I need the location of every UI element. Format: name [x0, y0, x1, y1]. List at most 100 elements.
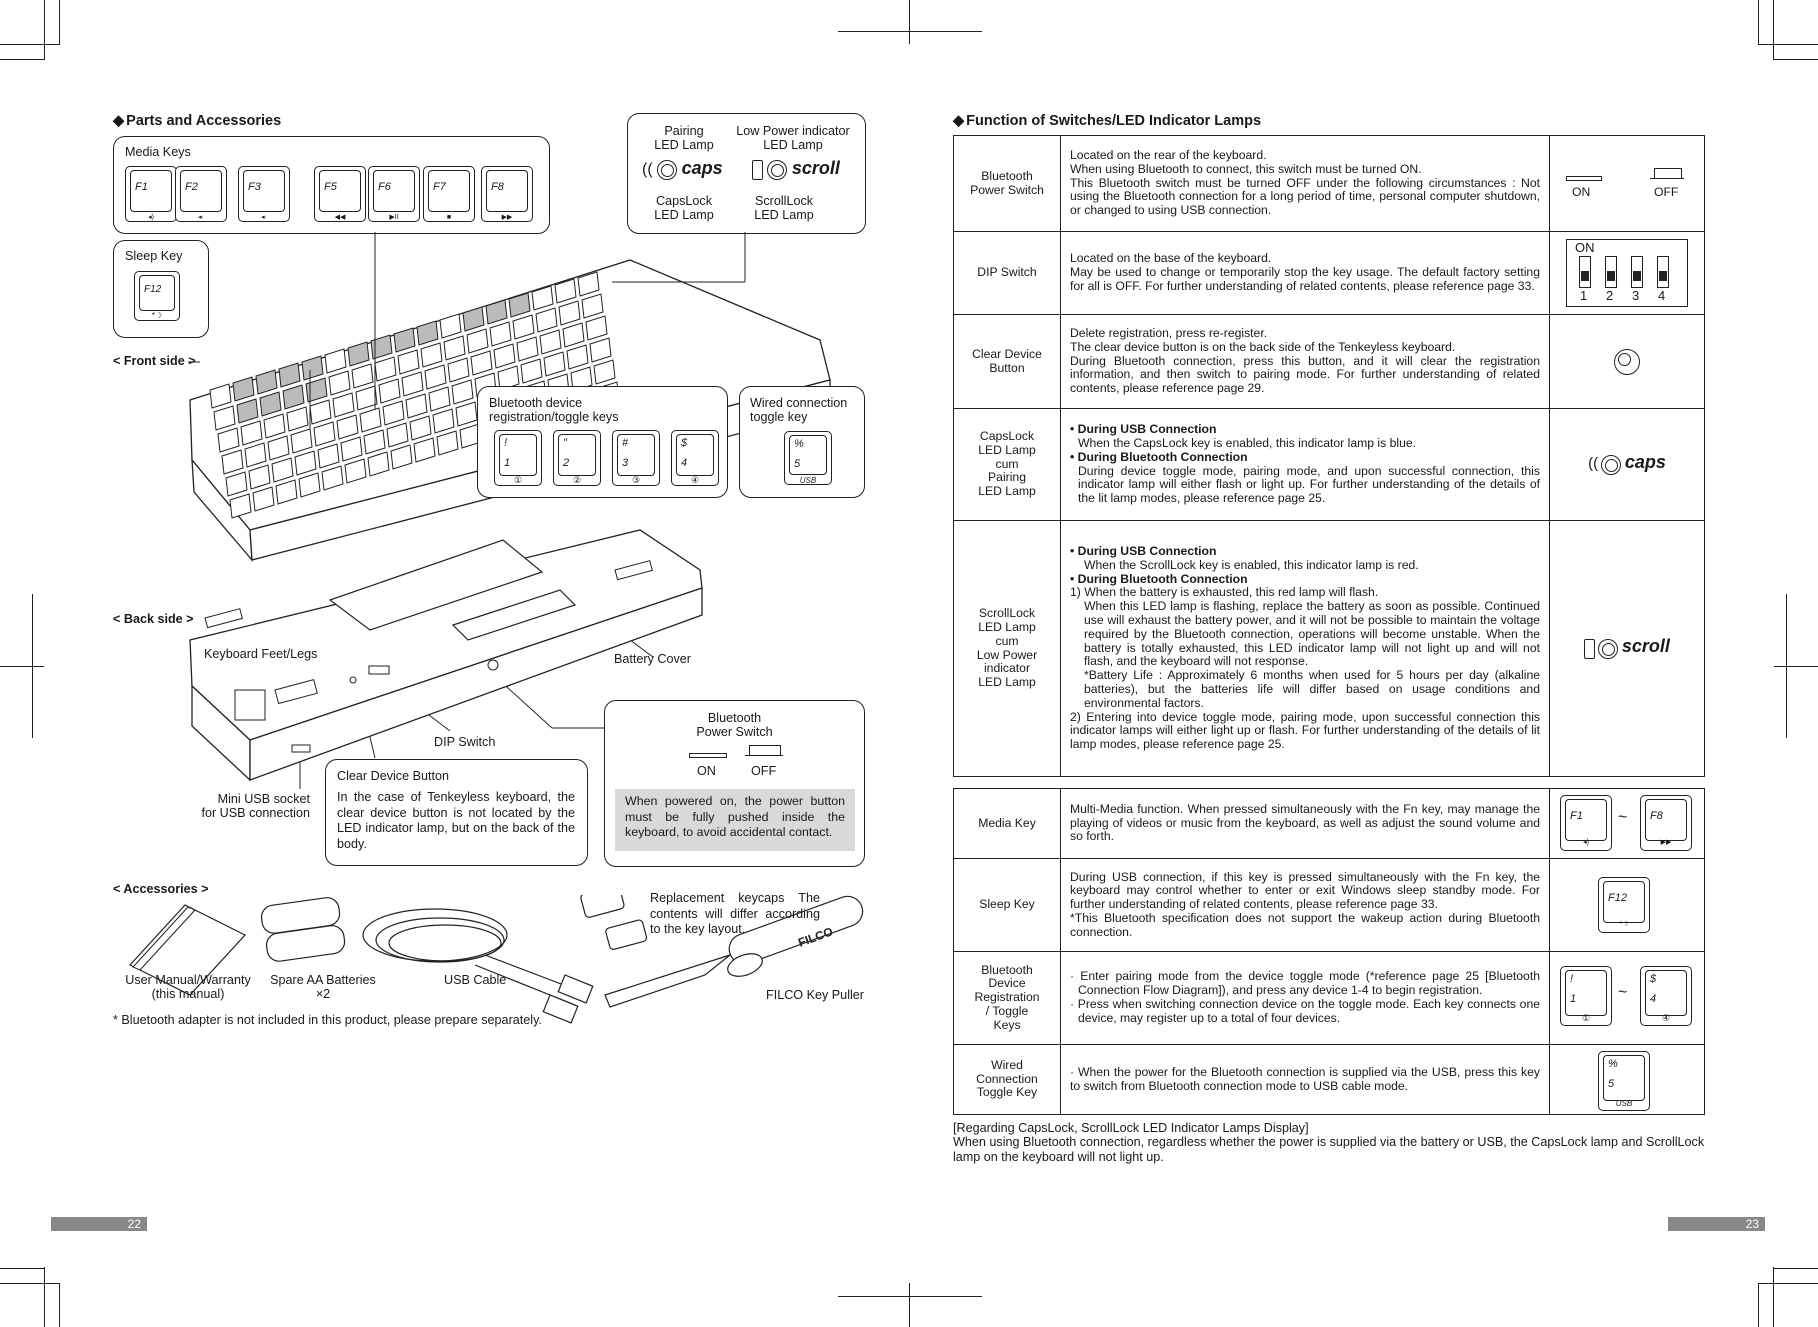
keyboard-key: [328, 370, 351, 396]
batteries-icon: [260, 897, 346, 962]
media-key-f5: F5◀◀: [314, 166, 366, 222]
keyboard-key: [520, 358, 543, 384]
keyboard-key: [390, 444, 413, 470]
key-puller-label: FILCO Key Puller: [766, 988, 864, 1002]
keyboard-key: [436, 430, 459, 456]
clear-button-icon: [1614, 348, 1640, 375]
keyboard-key: [290, 428, 313, 454]
keyboard-key: [535, 307, 558, 333]
power-switch-figure: ON OFF: [1549, 135, 1705, 232]
table-row: Media Key Multi-Media function. When pre…: [953, 788, 1705, 859]
keyboard-key: [489, 321, 512, 347]
keyboard-key: [497, 365, 520, 391]
keyboard-key: [539, 329, 562, 355]
keyboard-key: [493, 343, 516, 369]
clear-device-title: Clear Device Button: [337, 769, 449, 783]
keyboard-key: [309, 399, 332, 425]
keyboard-key: [485, 299, 508, 325]
power-switch-box: Bluetooth Power Switch ON OFF When power…: [604, 700, 865, 867]
keyboard-key: [508, 292, 531, 318]
capslock-led-label: CapsLock LED Lamp: [654, 194, 714, 222]
keyboard-key: [301, 355, 324, 381]
dip-switch-3: [1631, 256, 1643, 288]
battery-icon: [752, 159, 763, 180]
wired-connection-title: Wired connection toggle key: [750, 396, 848, 424]
usb-cable-label: USB Cable: [444, 973, 507, 987]
keyboard-key: [367, 451, 390, 477]
keyboard-key: [428, 386, 451, 412]
keyboard-key: [581, 293, 604, 319]
keyboard-key: [516, 336, 539, 362]
keyboard-key: [286, 406, 309, 432]
row-name: Bluetooth Device Registration / Toggle K…: [953, 951, 1061, 1045]
front-side-label: < Front side >: [113, 354, 196, 368]
switch-on-icon: [689, 753, 727, 758]
media-key-f3: F3◂·: [238, 166, 290, 222]
page-number-left: 22: [51, 1217, 147, 1231]
keyboard-key: [332, 392, 355, 418]
row-name: Sleep Key: [953, 858, 1061, 952]
keyboard-key: [324, 348, 347, 374]
clear-device-box: Clear Device Button In the case of Tenke…: [325, 759, 588, 866]
keyboard-key: [359, 407, 382, 433]
dip-switch-number: 1: [1580, 288, 1588, 303]
table-row: Bluetooth Device Registration / Toggle K…: [953, 951, 1705, 1045]
keyboard-key: [213, 405, 236, 431]
keyboard-key: [282, 384, 305, 410]
keyboard-key: [554, 278, 577, 304]
keyboard-key: [355, 385, 378, 411]
keyboard-key: [370, 334, 393, 360]
keyboard-key: [240, 420, 263, 446]
table-row: CapsLock LED Lamp cum Pairing LED Lamp •…: [953, 408, 1705, 521]
keyboard-key: [405, 393, 428, 419]
keyboard-key: [439, 313, 462, 339]
keyboard-key: [363, 429, 386, 455]
keyboard-key: [271, 457, 294, 483]
caps-word: caps: [681, 158, 723, 178]
parts-heading: Parts and Accessories: [113, 113, 281, 129]
media-key-figure: F1◂) ~ F8▶▶: [1549, 788, 1705, 859]
row-text: Located on the base of the keyboard. May…: [1060, 231, 1550, 315]
keyboard-key: [447, 357, 470, 383]
keyboard-key: [424, 364, 447, 390]
page-number-right: 23: [1668, 1217, 1765, 1231]
switch-off-icon: [749, 745, 781, 756]
keyboard-key: [443, 335, 466, 361]
dip-switch-2: [1605, 256, 1617, 288]
row-text: • During USB Connection When the ScrollL…: [1060, 520, 1550, 777]
sleep-key-figure: F12*☽: [1549, 858, 1705, 952]
keyboard-key: [570, 366, 593, 392]
keyboard-key: [397, 349, 420, 375]
off-label: OFF: [1654, 185, 1679, 199]
keyboard-key: [236, 398, 259, 424]
row-text: Located on the rear of the keyboard. Whe…: [1060, 135, 1550, 232]
keyboard-key: [585, 315, 608, 341]
keyboard-key: [294, 450, 317, 476]
back-side-label: < Back side >: [113, 612, 194, 626]
row-name: ScrollLock LED Lamp cum Low Power indica…: [953, 520, 1061, 777]
caps-led-figure: (( caps: [1549, 408, 1705, 521]
keyboard-key: [401, 371, 424, 397]
function-heading: Function of Switches/LED Indicator Lamps: [953, 113, 1261, 129]
table-row: Wired Connection Toggle Key · When the p…: [953, 1044, 1705, 1115]
keyboard-key: [259, 391, 282, 417]
key-function-table: Media Key Multi-Media function. When pre…: [953, 788, 1705, 1115]
led-lamp-box: Pairing LED Lamp Low Power indicator LED…: [627, 113, 866, 234]
key-puller-icon: FILCO: [604, 895, 864, 1008]
low-power-led-label: Low Power indicator LED Lamp: [736, 124, 850, 152]
scroll-word: scroll: [791, 158, 840, 178]
power-switch-note: When powered on, the power button must b…: [615, 789, 855, 851]
row-name: DIP Switch: [953, 231, 1061, 315]
keyboard-key: [562, 322, 585, 348]
keyboard-key: [278, 362, 301, 388]
media-keys-title: Media Keys: [125, 145, 191, 159]
function-table: Bluetooth Power Switch Located on the re…: [953, 135, 1705, 777]
clear-button-figure: [1549, 314, 1705, 409]
power-switch-title: Bluetooth Power Switch: [696, 711, 773, 739]
keyboard-key: [232, 376, 255, 402]
f12-key: F12 *☽: [134, 271, 180, 321]
caps-led-icon: (( caps: [642, 158, 723, 180]
sleep-key-box: Sleep Key F12 *☽: [113, 240, 209, 338]
keyboard-key: [305, 377, 328, 403]
